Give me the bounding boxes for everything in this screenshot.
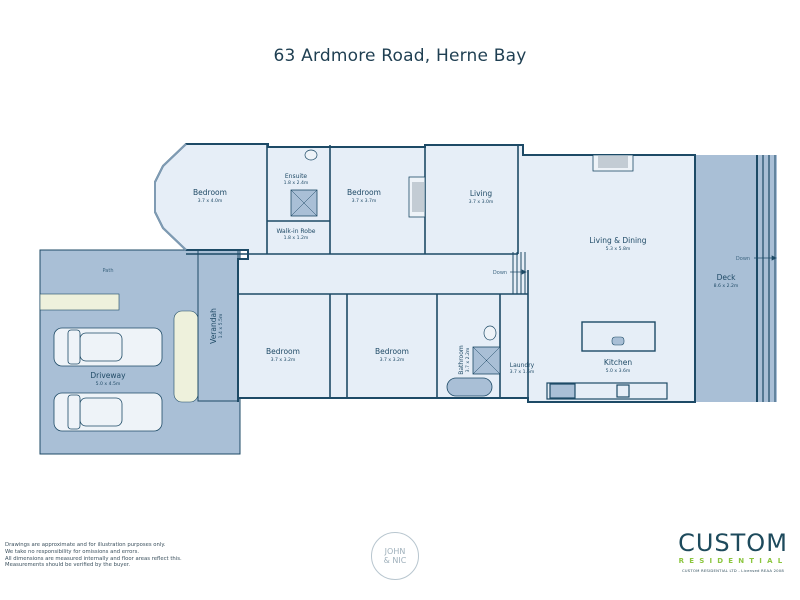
disclaimer-line: We take no responsibility for omissions …	[5, 548, 140, 555]
room-label-living-dining: Living & Dining	[589, 236, 646, 245]
room-dims-deck: 8.6 x 2.2m	[714, 283, 739, 289]
disclaimer-line: Drawings are approximate and for illustr…	[5, 542, 166, 548]
room-label-bedroom-1: Bedroom	[193, 188, 227, 197]
agent-badge-logo: JOHN & NIC	[371, 532, 419, 580]
kitchen-island	[581, 321, 656, 352]
brand-license: CUSTOM RESIDENTIAL LTD - Licensed REAA 2…	[681, 568, 785, 573]
stairs	[512, 252, 526, 294]
room-label-bedroom-2: Bedroom	[347, 188, 381, 197]
brand-name: CUSTOM	[678, 529, 788, 557]
room-dims-bedroom-1: 3.7 x 4.0m	[198, 198, 223, 204]
badge-line: JOHN	[384, 547, 406, 556]
deck-down-label: Down	[736, 256, 750, 262]
brand-logo: CUSTOM RESIDENTIAL CUSTOM RESIDENTIAL LT…	[668, 530, 798, 573]
room-dims-verandah: 1.4 x 5.5m	[218, 313, 224, 338]
arrow-right-icon	[510, 255, 777, 275]
room-label-bedroom-4: Bedroom	[375, 347, 409, 356]
bathtub-icon	[446, 377, 493, 397]
car-icon	[53, 392, 163, 432]
page-title: 63 Ardmore Road, Herne Bay	[273, 46, 527, 66]
room-label-walk-in-robe: Walk-in Robe	[277, 228, 316, 235]
room-label-bedroom-3: Bedroom	[266, 347, 300, 356]
kitchen-bench	[546, 382, 668, 400]
room-dims-living: 3.7 x 3.0m	[469, 199, 494, 205]
disclaimer-line: Measurements should be verified by the b…	[5, 562, 131, 569]
room-label-living: Living	[470, 189, 493, 198]
room-dims-walk-in-robe: 1.8 x 1.2m	[284, 235, 309, 241]
disclaimer: Drawings are approximate and for illustr…	[5, 542, 182, 569]
shower-icon	[290, 189, 501, 375]
stairs-down-label: Down	[493, 270, 507, 276]
room-dims-bathroom: 3.7 x 2.2m	[465, 347, 471, 372]
fireplace-icon	[408, 154, 634, 218]
disclaimer-line: All dimensions are measured internally a…	[5, 555, 182, 562]
room-dims-living-dining: 5.3 x 5.8m	[606, 246, 631, 252]
room-label-driveway: Driveway	[90, 371, 126, 380]
area-label-path: Path	[103, 268, 114, 274]
car-icon	[53, 327, 163, 367]
verandah-area	[197, 249, 239, 402]
room-label-verandah: Verandah	[209, 308, 218, 344]
room-dims-kitchen: 5.0 x 3.6m	[606, 368, 631, 374]
room-label-laundry: Laundry	[510, 362, 535, 369]
room-dims-laundry: 3.7 x 1.6m	[510, 369, 535, 375]
toilet-icon	[304, 149, 497, 341]
brand-subtitle: RESIDENTIAL	[678, 557, 788, 565]
bay-window	[154, 143, 187, 251]
room-dims-ensuite: 1.8 x 2.4m	[284, 180, 309, 186]
room-label-bathroom: Bathroom	[458, 345, 465, 375]
room-label-kitchen: Kitchen	[604, 358, 632, 367]
badge-line: & NIC	[383, 556, 407, 565]
room-label-ensuite: Ensuite	[285, 173, 308, 180]
room-dims-driveway: 5.0 x 4.5m	[96, 381, 121, 387]
room-dims-bedroom-3: 3.7 x 3.2m	[271, 357, 296, 363]
room-dims-bedroom-4: 3.7 x 3.2m	[380, 357, 405, 363]
deck-area	[695, 155, 777, 402]
room-label-deck: Deck	[717, 273, 737, 282]
room-dims-bedroom-2: 3.7 x 3.7m	[352, 198, 377, 204]
